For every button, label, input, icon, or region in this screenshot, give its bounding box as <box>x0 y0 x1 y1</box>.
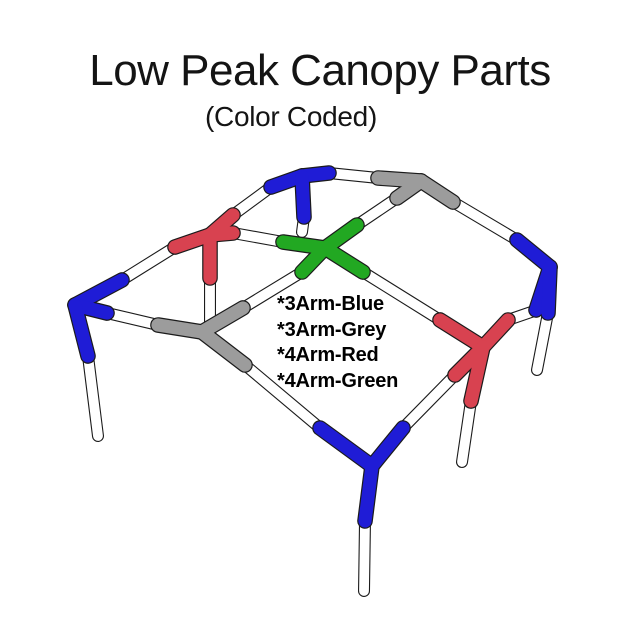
leg-pipe-right-ridge <box>456 395 477 468</box>
connector-3arm-blue-front-corner <box>312 420 411 529</box>
page-subtitle: (Color Coded) <box>205 101 377 132</box>
legend-item-3arm-grey: *3Arm-Grey <box>277 318 387 341</box>
connector-4arm-red-left-ridge-end <box>167 207 241 286</box>
eave-pipe-right-ridge-to-front-corner <box>397 369 461 434</box>
connector-3arm-blue-right-corner <box>509 232 558 321</box>
legend-item-4arm-green: *4Arm-Green <box>277 370 399 393</box>
eave-pipe-back-eave-to-right-corner <box>447 196 523 246</box>
eave-pipe-back-corner-to-back-eave <box>323 167 384 184</box>
legend-item-4arm-red: *4Arm-Red <box>277 344 379 367</box>
connector-3arm-blue-back-corner <box>263 165 337 225</box>
legend-item-3arm-blue: *3Arm-Blue <box>277 293 384 315</box>
leg-pipe-left-corner <box>82 350 104 442</box>
eave-pipe-left-ridge-to-back-corner <box>227 181 277 221</box>
legend: *3Arm-Blue *3Arm-Grey *4Arm-Red *4Arm-Gr… <box>277 292 398 395</box>
ridge-pipe-peak-to-right-ridge <box>357 266 446 326</box>
page-title: Low Peak Canopy Parts <box>89 46 551 95</box>
eave-pipe-left-corner-to-front-eave <box>101 307 164 331</box>
connector-3arm-grey-front-eave <box>150 300 253 373</box>
rafter-pipe-peak-to-back-eave <box>351 192 403 231</box>
connector-4arm-red-right-ridge-end <box>432 312 516 409</box>
connector-3arm-blue-left-corner <box>67 272 130 364</box>
ridge-pipe-left-ridge-to-peak <box>227 227 289 248</box>
connector-3arm-grey-back-eave <box>370 170 461 210</box>
eave-pipe-left-corner-to-left-ridge <box>116 241 181 286</box>
eave-pipe-front-eave-to-front-corner <box>239 359 326 434</box>
leg-pipe-right-corner <box>531 307 554 376</box>
connector-4arm-green-peak-center <box>275 217 371 280</box>
rafter-pipe-peak-to-front-eave <box>237 266 308 314</box>
leg-pipe-front-corner <box>358 515 371 597</box>
